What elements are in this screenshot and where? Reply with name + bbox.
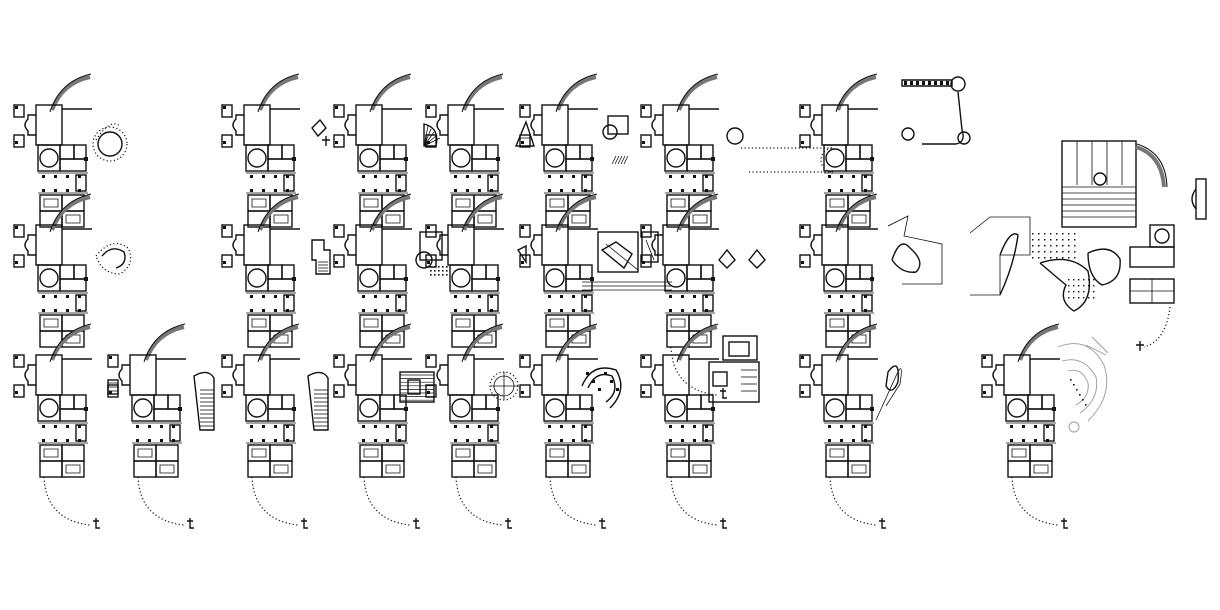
plan-r1c4	[425, 73, 535, 228]
plan-r3c7	[799, 323, 902, 529]
plan-r2c6	[640, 193, 766, 399]
plan-r3c6	[640, 323, 760, 529]
plan-r2c2	[221, 193, 331, 348]
plan-r2c4	[425, 193, 527, 348]
plan-r3c4	[425, 323, 519, 529]
plan-r3c1	[13, 323, 119, 529]
plan-big-bottom	[981, 323, 1109, 529]
plan-r3c3	[333, 323, 435, 529]
plan-r1c1	[13, 73, 128, 228]
plan-r2c5	[519, 193, 672, 348]
plan-big-top	[969, 140, 1207, 351]
plan-r1c5	[519, 73, 629, 228]
plan-r3-extra	[107, 323, 215, 529]
plan-r3c2	[221, 323, 329, 529]
plan-r1c6	[640, 73, 834, 228]
plan-r1c3	[333, 73, 441, 228]
plan-r2c7	[799, 193, 943, 348]
plan-r2c1	[13, 193, 132, 348]
plan-r1c2	[221, 73, 330, 228]
plan-r3c5	[519, 323, 622, 529]
plan-r2c3	[333, 193, 448, 348]
plan-r1c7	[799, 73, 971, 228]
